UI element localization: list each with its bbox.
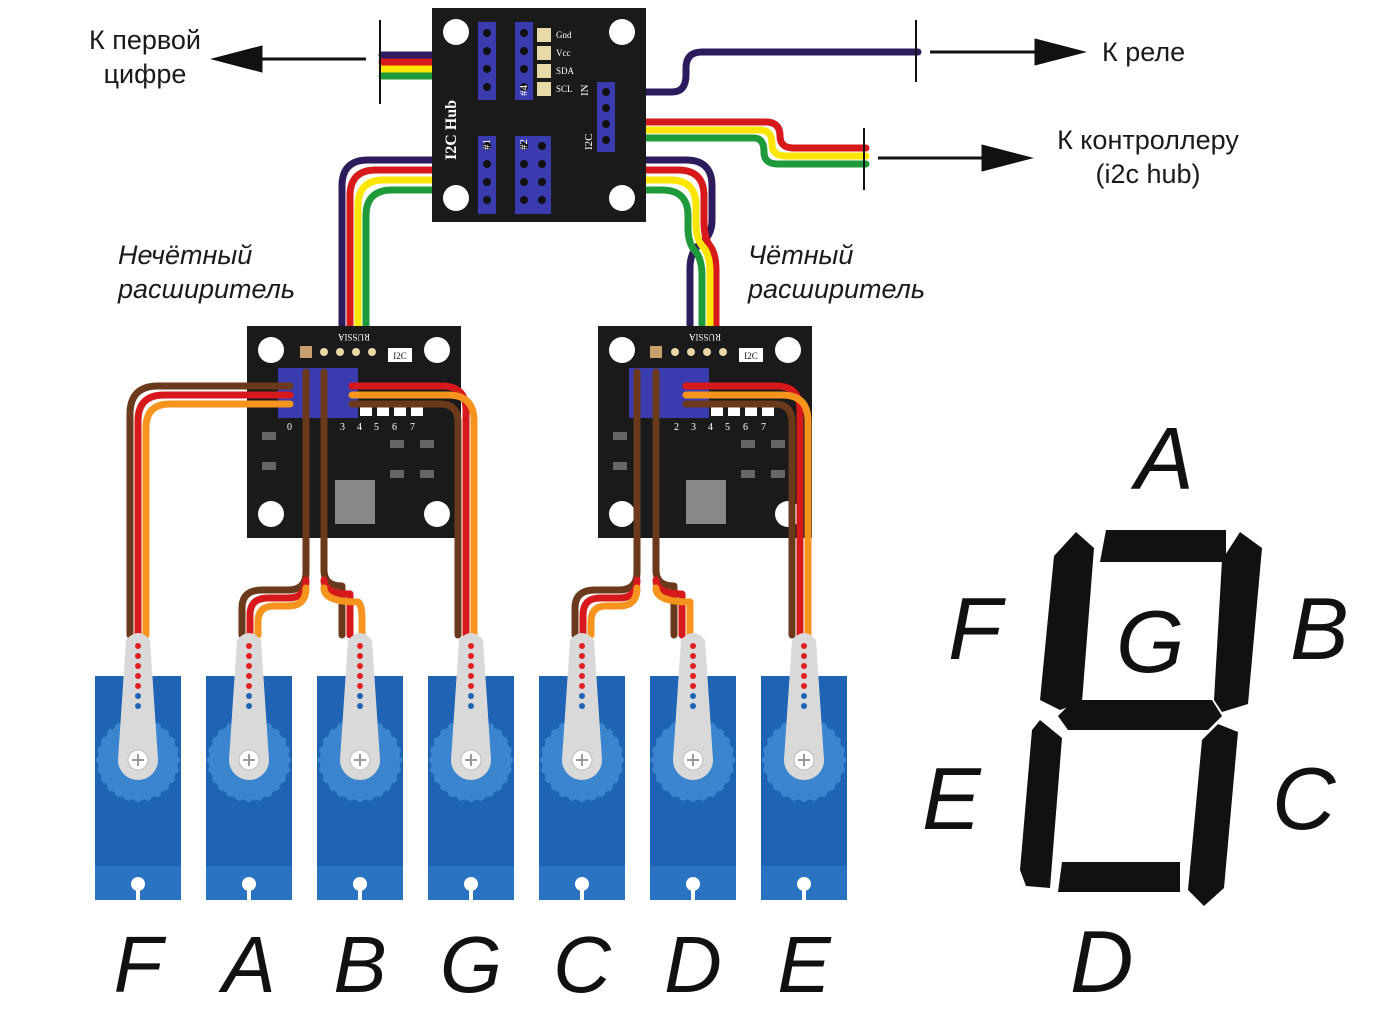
label-controller-line2: (i2c hub): [1095, 159, 1201, 189]
segment-label-c: C: [1272, 749, 1336, 848]
hub-port-1: #1: [481, 139, 493, 150]
label-odd-line1: Нечётный: [118, 240, 253, 270]
odd-expander-bus: I2C: [393, 351, 407, 361]
servo-d: [650, 633, 736, 900]
servos: [95, 633, 847, 900]
servo-label-b: B: [333, 920, 387, 1009]
servo-label-d: D: [664, 920, 722, 1009]
segment-label-f: F: [948, 579, 1002, 678]
i2c-hub-board: Gnd Vcc SDA SCL I2C Hub #4 #2 #1 IN I2C: [432, 8, 646, 222]
odd-expander-board: RUSSIA I2C 0 3 4 5 6 7: [247, 326, 461, 538]
segment-label-b: B: [1290, 579, 1349, 678]
hub-pin-scl: SCL: [556, 84, 573, 94]
servo-wires: [126, 368, 812, 639]
segment-e: [1020, 720, 1062, 888]
hub-title: I2C Hub: [443, 100, 460, 160]
even-pin-7: 7: [761, 422, 766, 433]
wire-relay: [606, 48, 922, 96]
wire-bundle-odd: [338, 156, 504, 334]
hub-port-4: #4: [518, 85, 530, 97]
label-first-digit-line2: цифре: [103, 59, 187, 89]
servo-e: [761, 633, 847, 900]
servo-b: [317, 633, 403, 900]
segment-b: [1214, 532, 1262, 712]
servo-a: [206, 633, 292, 900]
servo-label-a: A: [222, 920, 276, 1009]
servo-g: [428, 633, 514, 900]
label-first-digit: К первой цифре: [70, 23, 220, 91]
label-odd-expander: Нечётный расширитель: [118, 238, 295, 306]
odd-pin-4: 4: [357, 422, 362, 433]
even-pin-4: 4: [708, 422, 713, 433]
arrows: [210, 20, 1087, 190]
wire-bundle-controller: [606, 104, 870, 168]
odd-pin-7: 7: [410, 422, 415, 433]
odd-expander-brand: RUSSIA: [337, 332, 370, 342]
even-expander-bus: I2C: [744, 351, 758, 361]
odd-pin-0: 0: [287, 422, 292, 433]
hub-pin-vcc: Vcc: [556, 48, 571, 58]
segment-label-d: D: [1070, 912, 1134, 1011]
label-even-expander: Чётный расширитель: [748, 238, 925, 306]
odd-pin-6: 6: [392, 422, 397, 433]
label-even-line1: Чётный: [748, 240, 854, 270]
servo-label-g: G: [439, 920, 503, 1009]
servo-c: [539, 633, 625, 900]
even-pin-5: 5: [725, 422, 730, 433]
odd-pin-5: 5: [374, 422, 379, 433]
label-controller-line1: К контроллеру: [1057, 125, 1239, 155]
segment-a: [1100, 530, 1226, 562]
servo-f: [95, 633, 181, 900]
segment-d: [1058, 862, 1180, 892]
wire-bundle-even: [536, 156, 720, 334]
segment-label-g: G: [1116, 592, 1185, 691]
even-pin-2: 2: [674, 422, 679, 433]
even-expander-brand: RUSSIA: [688, 332, 721, 342]
even-pin-3: 3: [691, 422, 696, 433]
servo-label-f: F: [113, 920, 163, 1009]
segment-f: [1040, 532, 1094, 710]
segment-label-e: E: [922, 749, 981, 848]
even-pin-6: 6: [743, 422, 748, 433]
hub-bus-label: I2C: [583, 134, 595, 151]
label-relay: К реле: [1102, 37, 1186, 67]
segment-c: [1188, 724, 1238, 906]
label-odd-line2: расширитель: [118, 274, 296, 304]
even-expander-board: RUSSIA I2C 2 3 4 5 6 7: [598, 326, 812, 538]
hub-port-2: #2: [518, 139, 530, 150]
hub-pin-sda: SDA: [556, 66, 575, 76]
hub-port-in: IN: [579, 84, 591, 96]
hub-pin-gnd: Gnd: [556, 30, 572, 40]
label-first-digit-line1: К первой: [88, 25, 202, 55]
label-even-line2: расширитель: [748, 274, 926, 304]
seven-segment-display: [1020, 530, 1262, 906]
servo-label-c: C: [553, 920, 611, 1009]
servo-label-e: E: [777, 920, 831, 1009]
odd-pin-3: 3: [340, 422, 345, 433]
label-controller: К контроллеру (i2c hub): [1038, 123, 1258, 191]
segment-label-a: A: [1135, 409, 1194, 508]
segment-g: [1058, 700, 1222, 730]
